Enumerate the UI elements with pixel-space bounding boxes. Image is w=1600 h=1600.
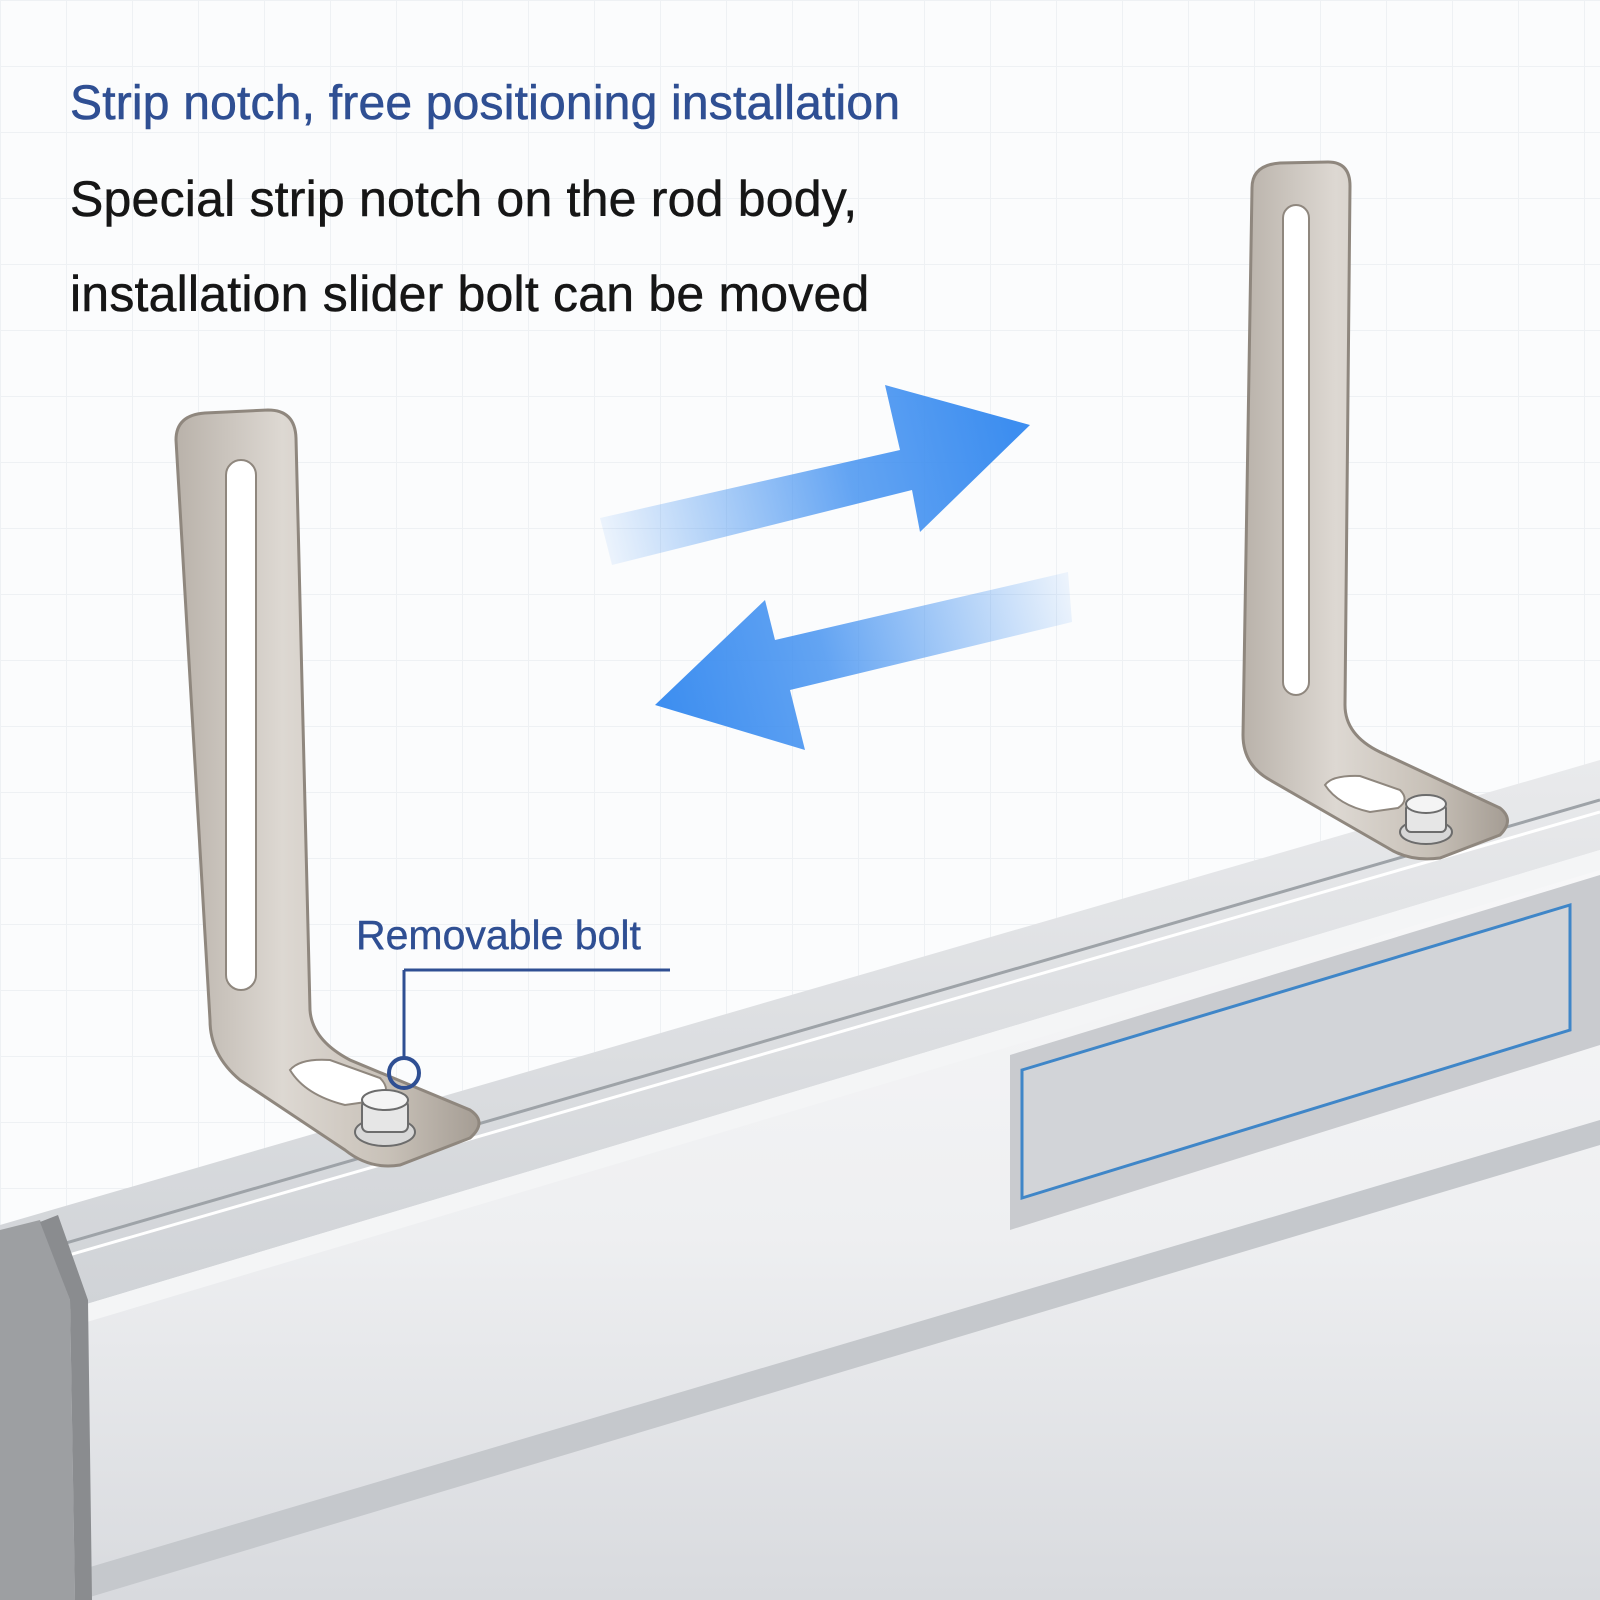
description-line-2: installation slider bolt can be moved — [70, 266, 870, 323]
description-line-1: Special strip notch on the rod body, — [70, 171, 858, 228]
move-right-arrow-icon — [600, 385, 1030, 565]
left-mounting-bracket — [174, 408, 481, 1168]
callout-leader-line — [387, 968, 670, 1090]
move-left-arrow-icon — [655, 572, 1072, 750]
headline: Strip notch, free positioning installati… — [70, 77, 901, 131]
right-mounting-bracket — [1241, 160, 1509, 861]
rail-label-plate — [1010, 875, 1600, 1230]
removable-bolt-label: Removable bolt — [356, 912, 641, 958]
